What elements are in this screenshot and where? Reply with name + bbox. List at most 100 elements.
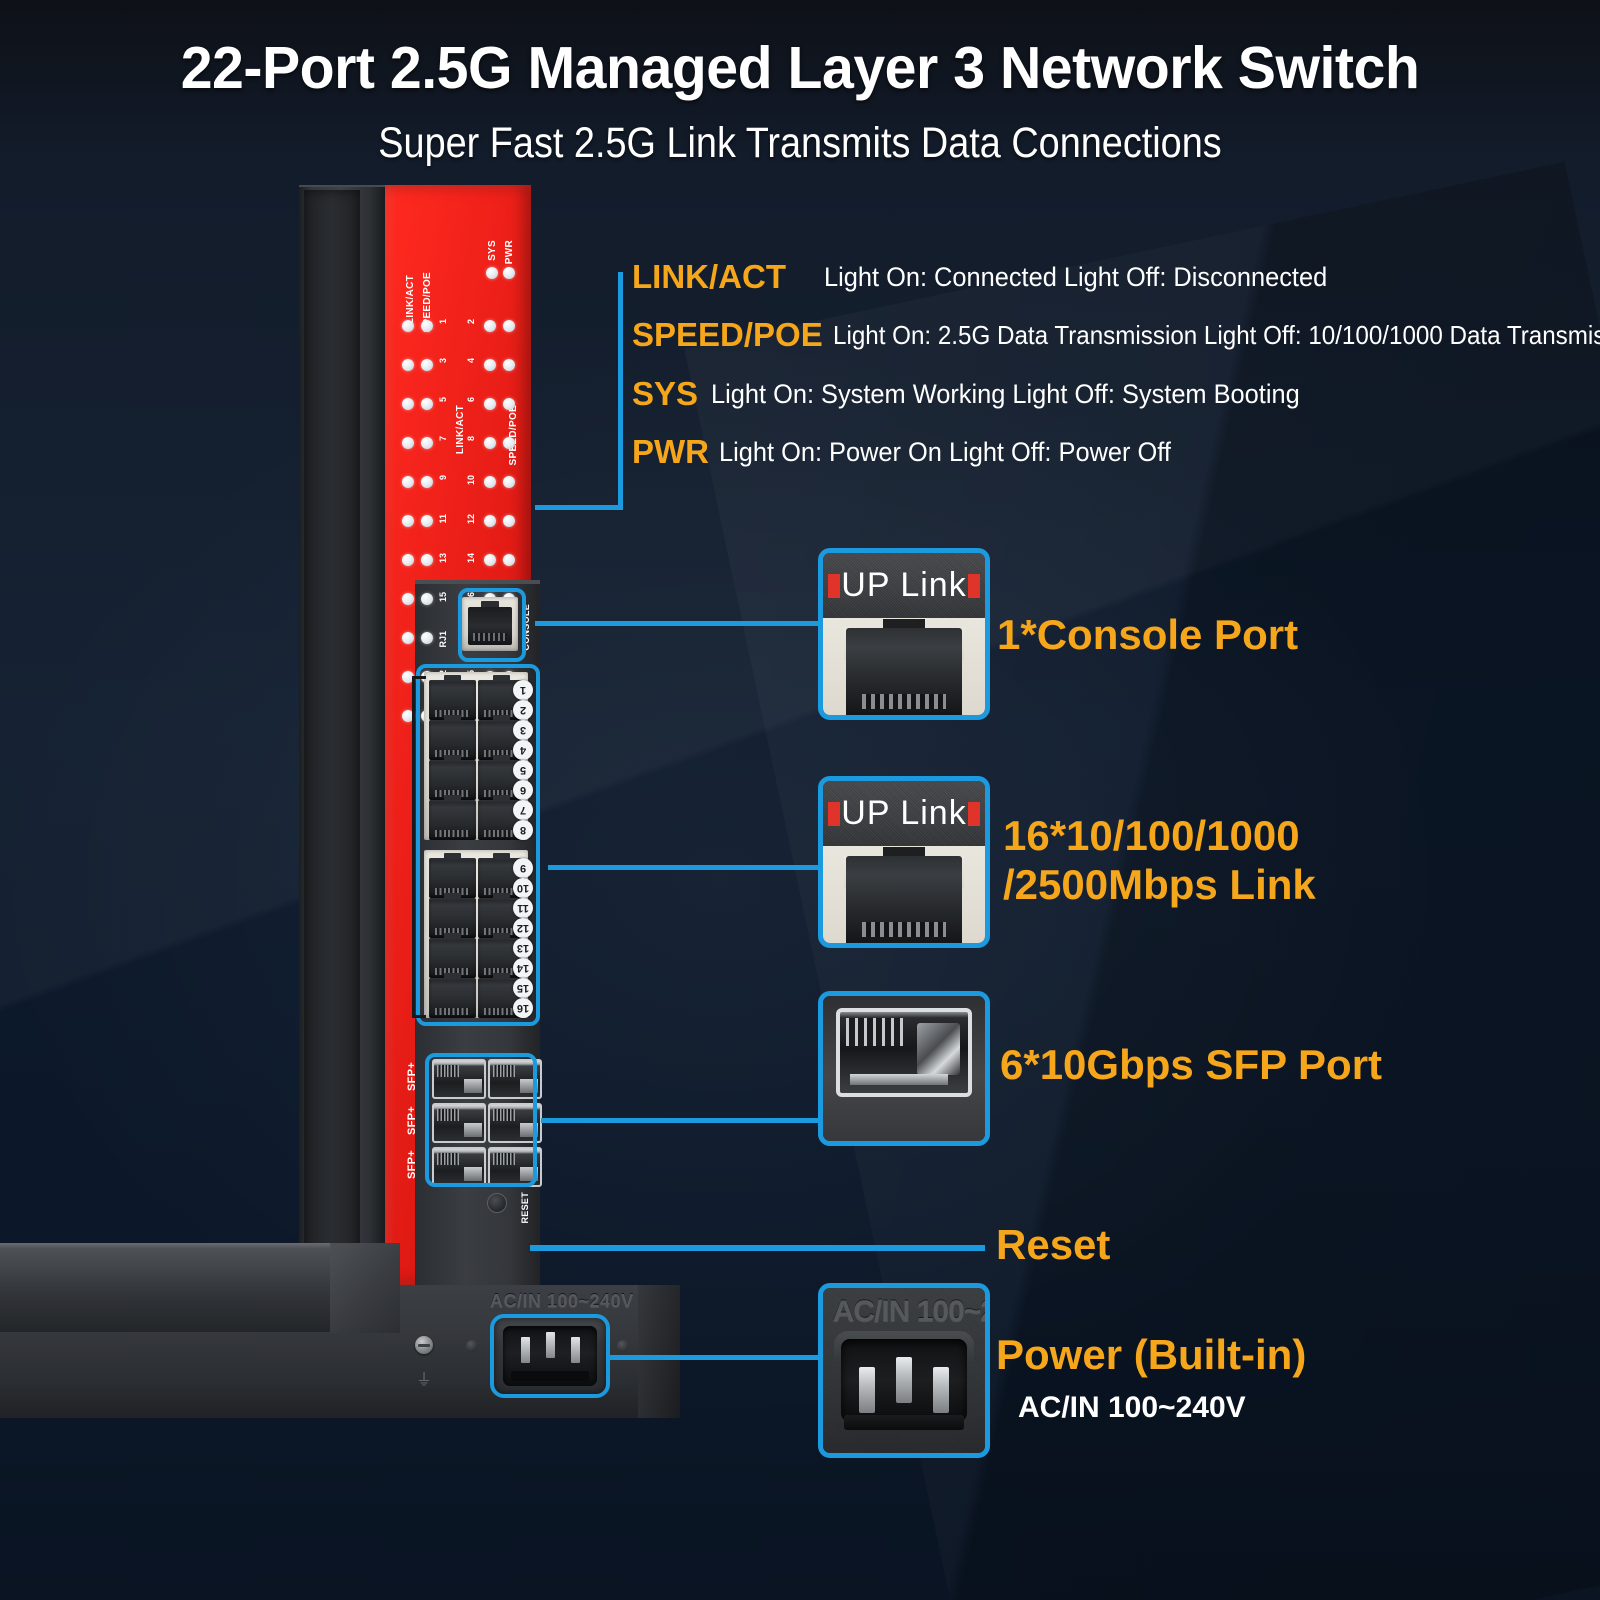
- led-indicator: [421, 593, 433, 605]
- led-sys: [486, 267, 498, 279]
- sfp-bottom-bar-icon: [850, 1073, 948, 1086]
- rj45-port[interactable]: [429, 933, 476, 978]
- power-inlet-lip-icon: [844, 1415, 964, 1430]
- led-indicator: [484, 437, 496, 449]
- led-indicator: [503, 359, 515, 371]
- led-indicator: [402, 632, 414, 644]
- led-indicator: [402, 671, 414, 683]
- faceplate-label-speedpoe-right: SPEED/POE: [508, 405, 519, 466]
- callout-label-ethernet-line1: 16*10/100/1000: [1003, 812, 1300, 859]
- leader-led-vertical: [618, 272, 623, 510]
- uplink-led-left-icon: [828, 574, 840, 599]
- rj45-port-number-badge: 1: [513, 680, 533, 700]
- led-indicator: [503, 398, 515, 410]
- rj45-bracket-top: [412, 676, 426, 679]
- rj45-port[interactable]: [429, 853, 476, 898]
- chassis-corner-bevel: [330, 1243, 400, 1333]
- sfp-port[interactable]: [488, 1103, 542, 1143]
- led-indicator: [402, 593, 414, 605]
- legend-value-pwr: Light On: Power On Light Off: Power Off: [719, 436, 1172, 467]
- led-indicator: [503, 476, 515, 488]
- sfp-fins-icon: [846, 1018, 903, 1046]
- sfp-port[interactable]: [432, 1147, 486, 1187]
- rj45-port-number-badge: 2: [513, 700, 533, 720]
- legend-row-speed-poe: SPEED/POE Light On: 2.5G Data Transmissi…: [632, 316, 1600, 354]
- led-number-label: 8: [466, 436, 476, 442]
- sfp-port[interactable]: [432, 1059, 486, 1099]
- ethernet-port-thumbnail: UP Link: [818, 776, 990, 948]
- port-bay-top-edge: [415, 580, 540, 584]
- led-indicator: [421, 476, 433, 488]
- led-number-label: 7: [438, 436, 448, 442]
- sfp-contact-icon: [520, 1167, 538, 1181]
- faceplate-label-pwr: PWR: [504, 240, 515, 265]
- rj45-port-number-badge: 4: [513, 740, 533, 760]
- chassis-bottom-wing-edge: [0, 1243, 400, 1249]
- power-thumbnail-emboss: AC/IN 100~240V: [832, 1294, 985, 1328]
- power-inlet-emboss-label: AC/IN 100~240V: [490, 1291, 634, 1311]
- led-number-label: 3: [438, 358, 448, 364]
- reset-button[interactable]: [487, 1193, 507, 1213]
- sfp-fins-icon: [493, 1065, 515, 1077]
- led-indicator: [421, 437, 433, 449]
- rj45-pins-icon: [861, 921, 947, 937]
- led-number-label: 4: [466, 358, 476, 364]
- rj45-port[interactable]: [429, 675, 476, 720]
- sfp-fins-icon: [437, 1109, 459, 1121]
- power-pin-left: [521, 1337, 530, 1363]
- led-indicator: [402, 476, 414, 488]
- power-pin-right: [571, 1337, 580, 1363]
- rj45-bracket-bottom: [412, 1015, 426, 1018]
- chassis-screw-small-left: [466, 1340, 478, 1352]
- chassis-right-edge: [638, 1285, 680, 1418]
- sfp-fins-icon: [437, 1153, 459, 1165]
- led-number-label: 14: [466, 553, 476, 564]
- chassis-left-panel-inner: [304, 190, 360, 1280]
- led-pwr: [503, 267, 515, 279]
- leader-power: [608, 1355, 820, 1360]
- rj45-port-number-badge: 11: [513, 898, 533, 918]
- power-inlet-thumbnail: AC/IN 100~240V: [818, 1283, 990, 1458]
- rj45-port-number-badge: 12: [513, 918, 533, 938]
- leader-sfp: [541, 1118, 820, 1123]
- legend-row-pwr: PWR Light On: Power On Light Off: Power …: [632, 433, 1200, 471]
- led-indicator: [402, 359, 414, 371]
- legend-value-sys: Light On: System Working Light Off: Syst…: [710, 378, 1300, 409]
- led-indicator: [484, 398, 496, 410]
- power-pin-right-icon: [933, 1367, 950, 1414]
- rj45-port[interactable]: [429, 715, 476, 760]
- rj45-port[interactable]: [429, 795, 476, 840]
- faceplate-label-reset: RESET: [520, 1192, 530, 1224]
- power-inlet-lip: [511, 1371, 589, 1381]
- sfp-port[interactable]: [488, 1147, 542, 1187]
- ethernet-thumbnail-caption: UP Link: [841, 793, 967, 832]
- rj45-port[interactable]: [429, 755, 476, 800]
- sfp-port[interactable]: [488, 1059, 542, 1099]
- legend-value-link-act: Light On: Connected Light Off: Disconnec…: [824, 261, 1328, 292]
- rj45-port-number-badge: 5: [513, 760, 533, 780]
- led-indicator: [503, 554, 515, 566]
- thumbnail-bezel: [823, 781, 985, 846]
- page-subtitle: Super Fast 2.5G Link Transmits Data Conn…: [378, 119, 1222, 167]
- rj45-port-number-badge: 3: [513, 720, 533, 740]
- sfp-contact-icon: [520, 1123, 538, 1137]
- faceplate-label-console: CONSOLE: [521, 604, 531, 651]
- faceplate-label-sys: SYS: [487, 240, 498, 261]
- rj45-port-number-badge: 13: [513, 938, 533, 958]
- sfp-port-thumbnail: [818, 991, 990, 1146]
- led-indicator: [421, 320, 433, 332]
- led-number-label: 2: [466, 319, 476, 325]
- callout-label-reset: Reset: [996, 1221, 1111, 1268]
- sfp-fins-icon: [493, 1109, 515, 1121]
- faceplate-label-sfp-1: SFP+: [406, 1062, 418, 1092]
- led-indicator: [421, 515, 433, 527]
- legend-row-link-act: LINK/ACT Light On: Connected Light Off: …: [632, 258, 1360, 296]
- led-indicator: [484, 359, 496, 371]
- sfp-port[interactable]: [432, 1103, 486, 1143]
- rj45-bracket-vertical: [412, 676, 415, 1018]
- rj45-port[interactable]: [429, 973, 476, 1018]
- rj45-port[interactable]: [429, 893, 476, 938]
- led-number-label: 13: [438, 553, 448, 564]
